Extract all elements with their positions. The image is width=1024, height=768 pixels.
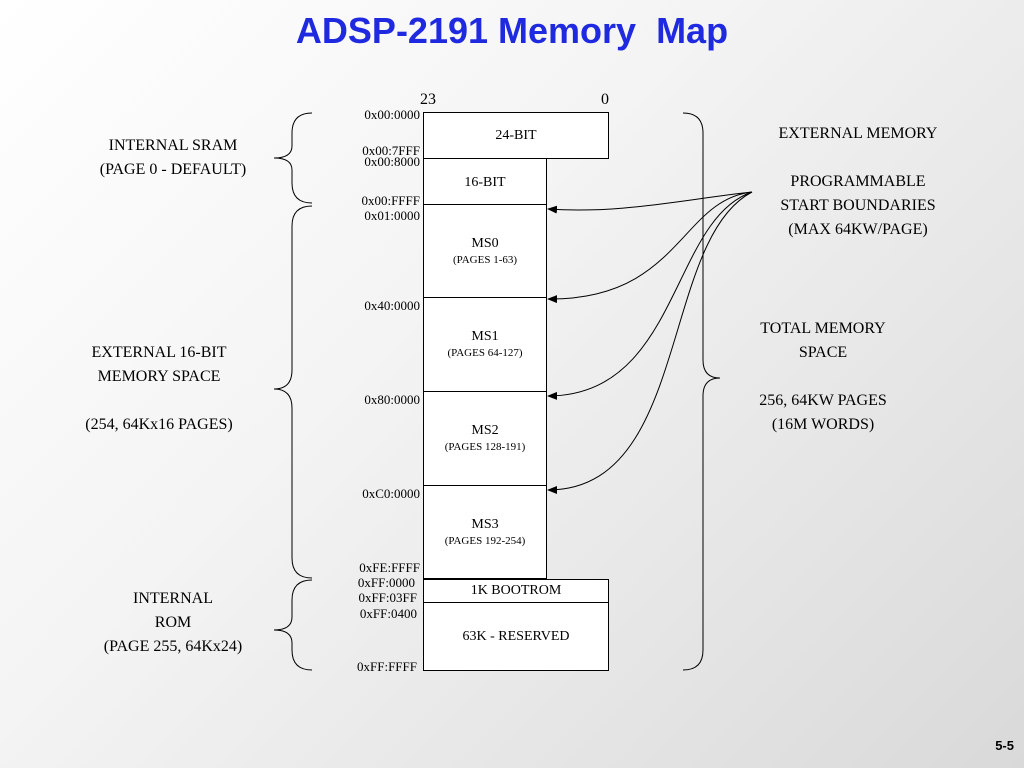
block-ms1-label: MS1 (471, 329, 499, 344)
slide-title: ADSP-2191 Memory Map (295, 10, 729, 51)
address-label: 0x00:8000 (364, 154, 420, 169)
internal-sram-line-1: INTERNAL SRAM (108, 137, 238, 154)
total-memory-label: TOTAL MEMORY SPACE 256, 64KW PAGES (16M … (705, 317, 941, 437)
block-ms3-label: MS3 (471, 517, 499, 532)
block-ms2-label: MS2 (471, 423, 499, 438)
address-label: 0xFF:03FF (358, 590, 417, 605)
brace-internal-sram (273, 112, 313, 204)
external-memory-label: EXTERNAL MEMORY PROGRAMMABLE START BOUND… (740, 122, 976, 242)
address-label: 0xFF:0400 (359, 606, 417, 621)
block-ms0-label: MS0 (471, 236, 499, 251)
external-16bit-line-2: MEMORY SPACE (97, 368, 221, 385)
external-memory-line-2: PROGRAMMABLE (790, 173, 926, 190)
brace-external-16bit (273, 205, 313, 579)
internal-rom-line-2: ROM (154, 614, 192, 631)
block-ms2-pages: (PAGES 128-191) (444, 441, 526, 453)
external-16bit-label: EXTERNAL 16-BIT MEMORY SPACE (254, 64Kx1… (46, 341, 272, 437)
block-16-bit: 16-BIT (423, 158, 547, 205)
total-memory-line-3: 256, 64KW PAGES (759, 392, 887, 409)
bit-label-msb: 23 (420, 91, 436, 108)
external-memory-line-1: EXTERNAL MEMORY (778, 125, 938, 142)
block-ms1: MS1 (PAGES 64-127) (423, 297, 547, 392)
address-label: 0x40:0000 (364, 298, 420, 313)
block-24-bit: 24-BIT (423, 112, 609, 159)
address-label: 0x00:0000 (364, 107, 420, 122)
total-memory-line-4: (16M WORDS) (771, 416, 875, 433)
address-label: 0xFE:FFFF (359, 560, 420, 575)
external-16bit-line-3: (254, 64Kx16 PAGES) (85, 416, 233, 433)
block-ms0: MS0 (PAGES 1-63) (423, 204, 547, 298)
arrow-to-ms1 (547, 191, 753, 304)
internal-sram-line-2: (PAGE 0 - DEFAULT) (99, 161, 247, 178)
total-memory-line-2: SPACE (798, 344, 848, 361)
internal-rom-line-3: (PAGE 255, 64Kx24) (103, 638, 243, 655)
internal-sram-label: INTERNAL SRAM (PAGE 0 - DEFAULT) (60, 134, 286, 182)
address-label: 0x80:0000 (364, 392, 420, 407)
arrow-to-ms0 (547, 191, 753, 214)
slide-number: 5-5 (995, 738, 1014, 753)
address-label: 0x01:0000 (364, 208, 420, 223)
external-memory-line-4: (MAX 64KW/PAGE) (788, 221, 928, 238)
block-ms3: MS3 (PAGES 192-254) (423, 485, 547, 579)
internal-rom-line-1: INTERNAL (133, 590, 213, 607)
block-ms1-pages: (PAGES 64-127) (447, 347, 523, 359)
arrow-to-ms2 (547, 191, 753, 400)
total-memory-line-1: TOTAL MEMORY (760, 320, 886, 337)
block-24-bit-label: 24-BIT (495, 128, 537, 143)
address-label: 0xFF:0000 (357, 575, 415, 590)
external-16bit-line-1: EXTERNAL 16-BIT (91, 344, 227, 361)
arrow-to-ms3 (547, 191, 753, 494)
address-label: 0xFF:FFFF (357, 659, 417, 674)
block-bootrom: 1K BOOTROM (423, 579, 609, 603)
brace-total-memory (682, 112, 721, 671)
block-reserved: 63K - RESERVED (423, 602, 609, 671)
bit-label-lsb: 0 (601, 91, 609, 108)
block-ms3-pages: (PAGES 192-254) (444, 535, 526, 547)
block-16-bit-label: 16-BIT (464, 175, 506, 190)
address-label: 0x00:FFFF (361, 193, 420, 208)
external-memory-line-3: START BOUNDARIES (780, 197, 936, 214)
block-bootrom-label: 1K BOOTROM (470, 583, 562, 598)
address-label: 0xC0:0000 (362, 486, 420, 501)
block-reserved-label: 63K - RESERVED (462, 629, 570, 644)
block-ms2: MS2 (PAGES 128-191) (423, 391, 547, 486)
internal-rom-label: INTERNAL ROM (PAGE 255, 64Kx24) (60, 587, 286, 659)
block-ms0-pages: (PAGES 1-63) (452, 254, 518, 266)
brace-internal-rom (273, 579, 313, 671)
address-label: 0x00:7FFF (362, 143, 420, 158)
